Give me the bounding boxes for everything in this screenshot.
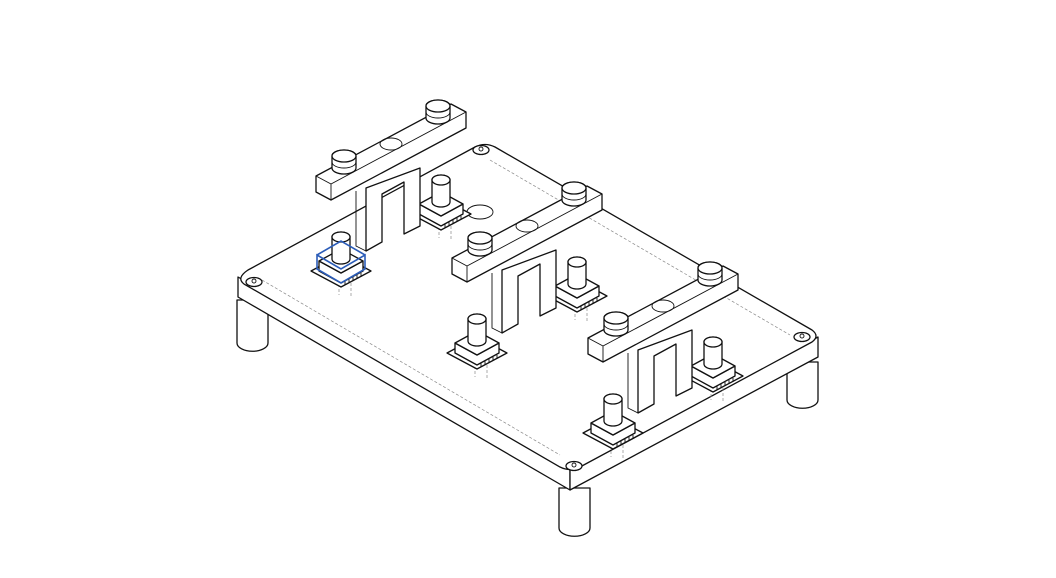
knob[interactable] [561,181,587,207]
knob[interactable] [425,99,451,125]
corner-screw-right [793,331,811,343]
leg-right[interactable] [786,361,819,409]
knob[interactable] [467,231,493,257]
knob[interactable] [331,149,357,175]
clamp-assembly-3[interactable] [582,261,744,459]
corner-screw-back [472,144,490,156]
bar-hole [515,219,539,233]
bar-hole [651,299,675,313]
sensor-module[interactable] [446,313,508,379]
clamp-assembly-1[interactable] [310,99,472,297]
sensor-module[interactable] [310,231,372,297]
clamp-assemblies [310,99,744,459]
bracket-leg [501,249,557,334]
corner-screw-left [245,276,263,288]
clamp-assembly-2[interactable] [446,181,608,379]
leg-left[interactable] [236,299,269,352]
knob[interactable] [603,311,629,337]
base-plate[interactable] [236,143,819,537]
sensor-module[interactable] [582,393,644,459]
bracket-leg [365,167,421,252]
plate-top-face[interactable] [240,143,817,471]
sensor-module[interactable] [546,256,608,322]
selected-highlight[interactable] [316,240,366,284]
knob[interactable] [697,261,723,287]
bar-hole [379,137,403,151]
corner-screw-front [565,460,583,472]
sensor-module[interactable] [410,174,472,240]
bracket-leg [637,329,693,414]
leg-front[interactable] [558,487,591,537]
